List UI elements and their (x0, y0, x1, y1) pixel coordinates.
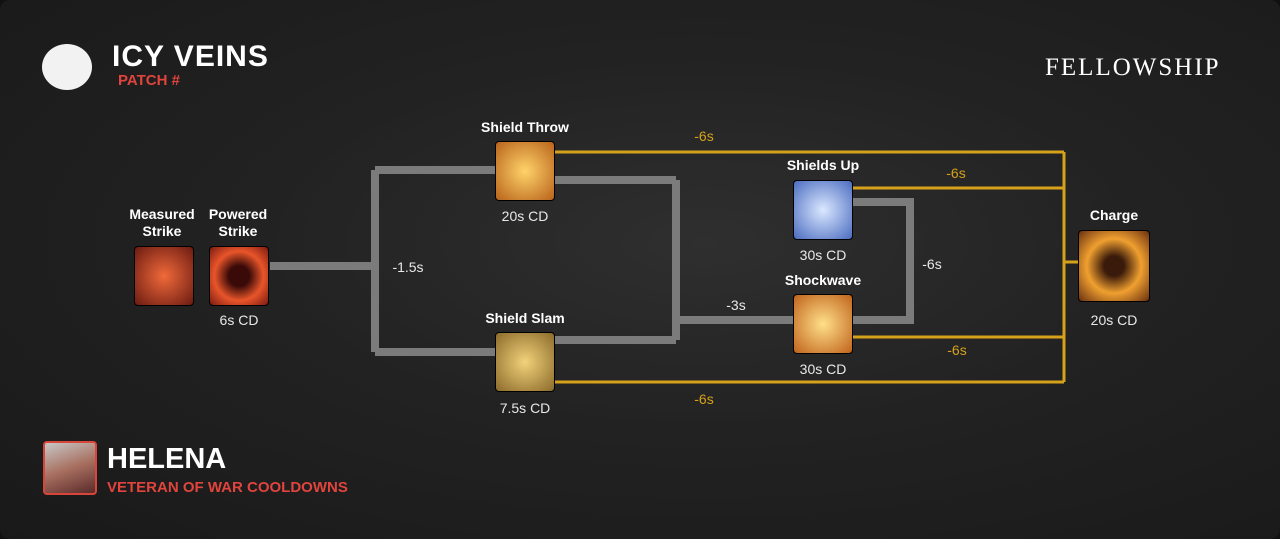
shield-slam-cd: 7.5s CD (499, 400, 551, 416)
reduction-strikes: -1.5s (392, 259, 424, 275)
charge-label: Charge (1089, 207, 1139, 223)
shields-up-label: Shields Up (786, 157, 860, 173)
measured-strike-icon (134, 246, 194, 306)
game-logo: FELLOWSHIP (1045, 54, 1221, 81)
reduction-throw-charge: -6s (694, 128, 714, 144)
link-shieldsup-shockwave (853, 198, 914, 324)
shield-slam-label: Shield Slam (485, 310, 565, 326)
link-strikes (270, 166, 495, 356)
powered-strike-cd: 6s CD (219, 312, 259, 328)
reduction-shockwave-charge: -6s (947, 342, 967, 358)
shockwave-icon (793, 294, 853, 354)
charge-icon (1078, 230, 1150, 302)
link-throw-slam (555, 176, 793, 344)
reduction-shieldsup-charge: -6s (946, 165, 966, 181)
brand-name: ICY VEINS (112, 40, 269, 73)
shield-slam-icon (495, 332, 555, 392)
shockwave-label: Shockwave (784, 272, 862, 288)
reduction-slam-charge: -6s (694, 391, 714, 407)
shields-up-cd: 30s CD (799, 247, 847, 263)
shield-throw-icon (495, 141, 555, 201)
icy-veins-logo-icon (42, 44, 92, 90)
shockwave-cd: 30s CD (799, 361, 847, 377)
reduction-shields-shockwave: -6s (922, 256, 942, 272)
reduction-slam-throw: -3s (726, 297, 746, 313)
hero-name: HELENA (107, 443, 227, 475)
hero-subtitle: VETERAN OF WAR COOLDOWNS (107, 479, 348, 496)
powered-strike-label: Powered Strike (208, 206, 268, 239)
shield-throw-cd: 20s CD (501, 208, 549, 224)
patch-label: PATCH # (118, 72, 180, 89)
measured-strike-label: Measured Strike (129, 206, 195, 239)
hero-portrait (43, 441, 97, 495)
charge-cd: 20s CD (1090, 312, 1138, 328)
powered-strike-icon (209, 246, 269, 306)
link-charge (555, 150, 1078, 384)
shield-throw-label: Shield Throw (481, 119, 569, 135)
shields-up-icon (793, 180, 853, 240)
